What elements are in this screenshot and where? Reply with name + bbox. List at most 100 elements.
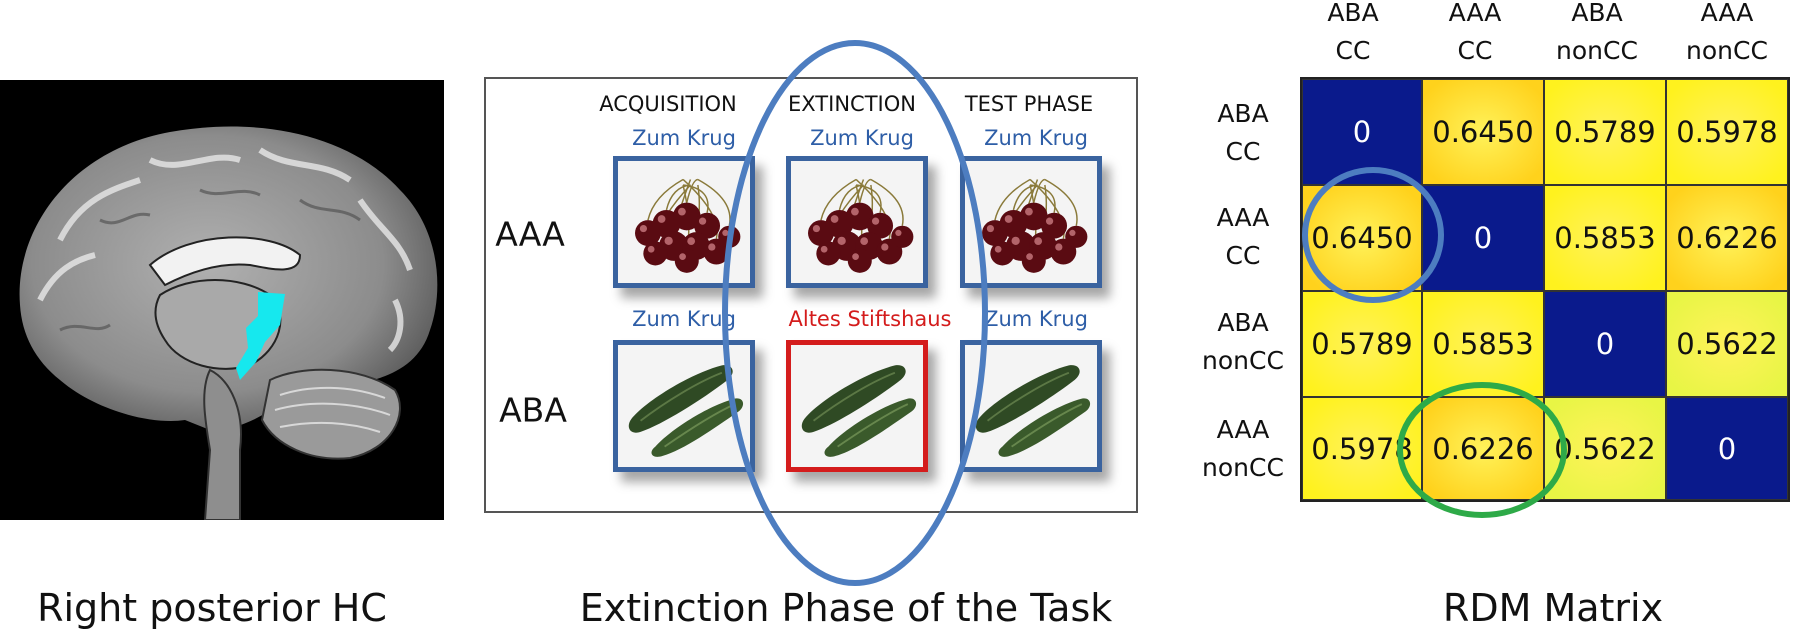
cherry-shine — [1025, 207, 1033, 216]
cherry — [1021, 248, 1046, 273]
row-header-line1: ABA — [1217, 99, 1269, 128]
context-label-changed: Altes Stiftshaus — [788, 307, 952, 331]
row-header-line1: ABA — [1217, 308, 1269, 337]
row-header-line2: CC — [1225, 241, 1261, 270]
cherry-shine — [820, 245, 828, 253]
rdm-cell: 0.6450 — [1422, 79, 1544, 185]
cherry-stem — [1033, 178, 1046, 203]
brain-illustration — [19, 126, 438, 520]
col-header-line1: ABA — [1571, 0, 1623, 27]
cherry-shine — [1069, 229, 1076, 237]
roi-highlight — [236, 292, 285, 380]
cherry-stem — [994, 178, 1031, 221]
phase-header-test: TEST PHASE — [964, 92, 1094, 116]
zucchini — [651, 398, 744, 457]
cherry-shine — [1004, 215, 1013, 223]
caption-rdm: RDM Matrix — [1442, 586, 1664, 630]
cherry-shine — [1026, 253, 1033, 260]
cherry-shine — [986, 224, 995, 233]
rdm-cell: 0 — [1544, 291, 1666, 397]
rdm-col-header: AAA CC — [1413, 0, 1537, 70]
rdm-row-header: AAA nonCC — [1188, 411, 1298, 487]
rdm-cell: 0.5789 — [1302, 291, 1422, 397]
context-label: Zum Krug — [984, 307, 1088, 331]
zucchini-stripe — [986, 371, 1070, 422]
row-label-aaa: AAA — [495, 214, 565, 254]
cherry-shine — [852, 253, 859, 260]
cherry-shine — [881, 243, 889, 251]
cherry-shine — [851, 207, 859, 216]
cherry-shine — [679, 253, 686, 260]
cherry — [674, 248, 699, 273]
cherry-shine — [698, 217, 707, 225]
cherry-shine — [994, 245, 1002, 253]
cherry-shine — [722, 229, 729, 237]
rdm-cell: 0.5622 — [1544, 397, 1666, 500]
rdm-matrix: 0 0.6450 0.5789 0.5978 0.6450 0 0.5853 0… — [1300, 77, 1790, 502]
cherry — [718, 225, 741, 248]
zucchini-stripe — [639, 371, 723, 422]
brain-sagittal-image — [0, 80, 444, 520]
cherry — [643, 241, 668, 266]
context-label: Zum Krug — [632, 126, 736, 150]
cherry-shine — [639, 224, 648, 233]
col-header-line2: CC — [1457, 36, 1493, 65]
stimulus-cherries — [786, 156, 928, 288]
col-header-line2: nonCC — [1686, 36, 1768, 65]
rdm-cell: 0.5978 — [1302, 397, 1422, 500]
context-label: Zum Krug — [632, 307, 736, 331]
cherry-shine — [1055, 243, 1063, 251]
caption-task: Extinction Phase of the Task — [579, 586, 1113, 630]
cherry — [990, 241, 1015, 266]
cherry-shine — [657, 215, 666, 223]
rdm-cell: 0 — [1666, 397, 1788, 500]
stimulus-cherries — [960, 156, 1102, 288]
stimulus-zucchini-new-context — [786, 340, 928, 472]
context-label: Zum Krug — [984, 126, 1088, 150]
row-header-line2: nonCC — [1202, 346, 1284, 375]
rdm-col-header: ABA nonCC — [1535, 0, 1659, 70]
context-label: Zum Krug — [810, 126, 914, 150]
cherry-shine — [871, 217, 880, 225]
stimulus-cherries — [613, 156, 755, 288]
zucchini — [998, 398, 1091, 457]
cherry-stem — [1044, 178, 1078, 226]
stimulus-zucchini — [960, 340, 1102, 472]
rdm-col-header: AAA nonCC — [1665, 0, 1789, 70]
rdm-row-header: ABA nonCC — [1188, 304, 1298, 380]
col-header-line2: CC — [1335, 36, 1371, 65]
cherry-shine — [708, 243, 716, 251]
caption-brain: Right posterior HC — [37, 586, 387, 630]
phase-header-acquisition: ACQUISITION — [599, 92, 737, 116]
cherry-shine — [687, 237, 696, 246]
cherry — [891, 225, 914, 248]
zucchini — [975, 365, 1080, 433]
cherry-shine — [1034, 237, 1043, 246]
cherry-shine — [830, 215, 839, 223]
row-header-line1: AAA — [1216, 203, 1270, 232]
rdm-cell: 0.5978 — [1666, 79, 1788, 185]
rdm-cell: 0.5853 — [1422, 291, 1544, 397]
rdm-row-header: ABA CC — [1188, 95, 1298, 171]
rdm-cell: 0 — [1302, 79, 1422, 185]
cherry-shine — [1011, 236, 1020, 245]
rdm-cell: 0.5789 — [1544, 79, 1666, 185]
cherry-shine — [895, 229, 902, 237]
cherry-shine — [837, 236, 846, 245]
row-label-aba: ABA — [499, 390, 567, 430]
cherry-stem — [647, 178, 684, 221]
phase-header-extinction: EXTINCTION — [788, 92, 916, 116]
rdm-cell: 0.5622 — [1666, 291, 1788, 397]
cherry-stem — [686, 178, 699, 203]
col-header-line1: ABA — [1327, 0, 1379, 27]
col-header-line2: nonCC — [1556, 36, 1638, 65]
cherry-shine — [812, 224, 821, 233]
cherry-shine — [664, 236, 673, 245]
row-header-line1: AAA — [1216, 415, 1270, 444]
rdm-cell: 0.5853 — [1544, 185, 1666, 291]
cherry — [816, 241, 841, 266]
cherry — [1065, 225, 1088, 248]
cherry-shine — [860, 237, 869, 246]
col-header-line1: AAA — [1448, 0, 1502, 27]
stimulus-zucchini — [613, 340, 755, 472]
